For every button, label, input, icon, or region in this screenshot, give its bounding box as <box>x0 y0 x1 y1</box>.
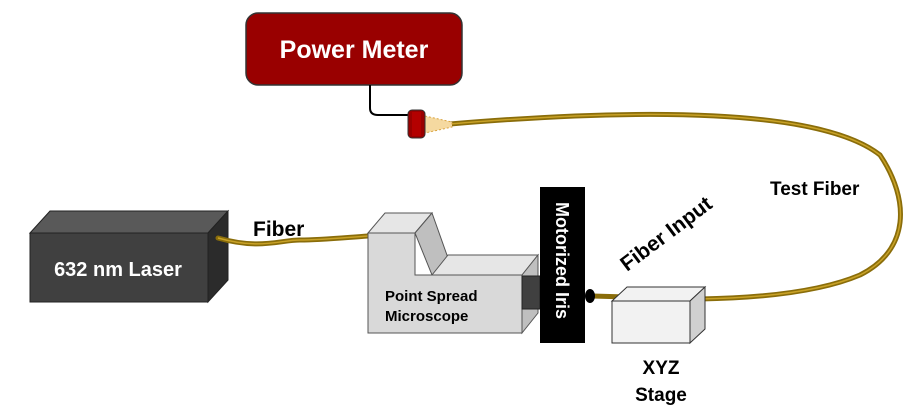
point-spread-microscope: Point Spread Microscope <box>366 212 541 335</box>
psm-lower-top <box>430 254 540 276</box>
laser-top <box>28 210 230 234</box>
stage-label-line2: Stage <box>635 385 687 406</box>
psm-front <box>367 232 523 334</box>
psm-output-port <box>521 275 541 310</box>
psm-label-line1: Point Spread <box>385 288 478 305</box>
detector-head <box>407 109 453 139</box>
laser-label: 632 nm Laser <box>54 259 182 281</box>
fiber-label: Fiber <box>253 218 304 241</box>
stage-label-line1: XYZ <box>643 358 680 379</box>
psm-label-line2: Microscope <box>385 308 468 325</box>
iris-body <box>540 187 585 343</box>
stage-top <box>610 286 707 302</box>
input-fiber-highlight <box>217 235 369 245</box>
iris-label: Motorized Iris <box>552 202 572 319</box>
test-fiber-label: Test Fiber <box>770 179 860 200</box>
laser-front <box>29 232 209 303</box>
fiber-input-connector <box>585 289 595 303</box>
light-cone <box>424 115 453 134</box>
detector-connector-face <box>412 112 421 136</box>
detector-cable <box>369 85 410 116</box>
power-meter-box <box>245 12 463 86</box>
test-fiber-highlight <box>449 113 902 300</box>
stage-front <box>611 300 691 344</box>
xyz-stage <box>610 285 707 345</box>
power-meter: Power Meter <box>245 12 463 86</box>
fiber-input-label: Fiber Input <box>616 192 716 276</box>
laser: 632 nm Laser <box>28 209 230 304</box>
motorized-iris: Motorized Iris <box>540 187 585 343</box>
power-meter-label: Power Meter <box>280 36 429 64</box>
